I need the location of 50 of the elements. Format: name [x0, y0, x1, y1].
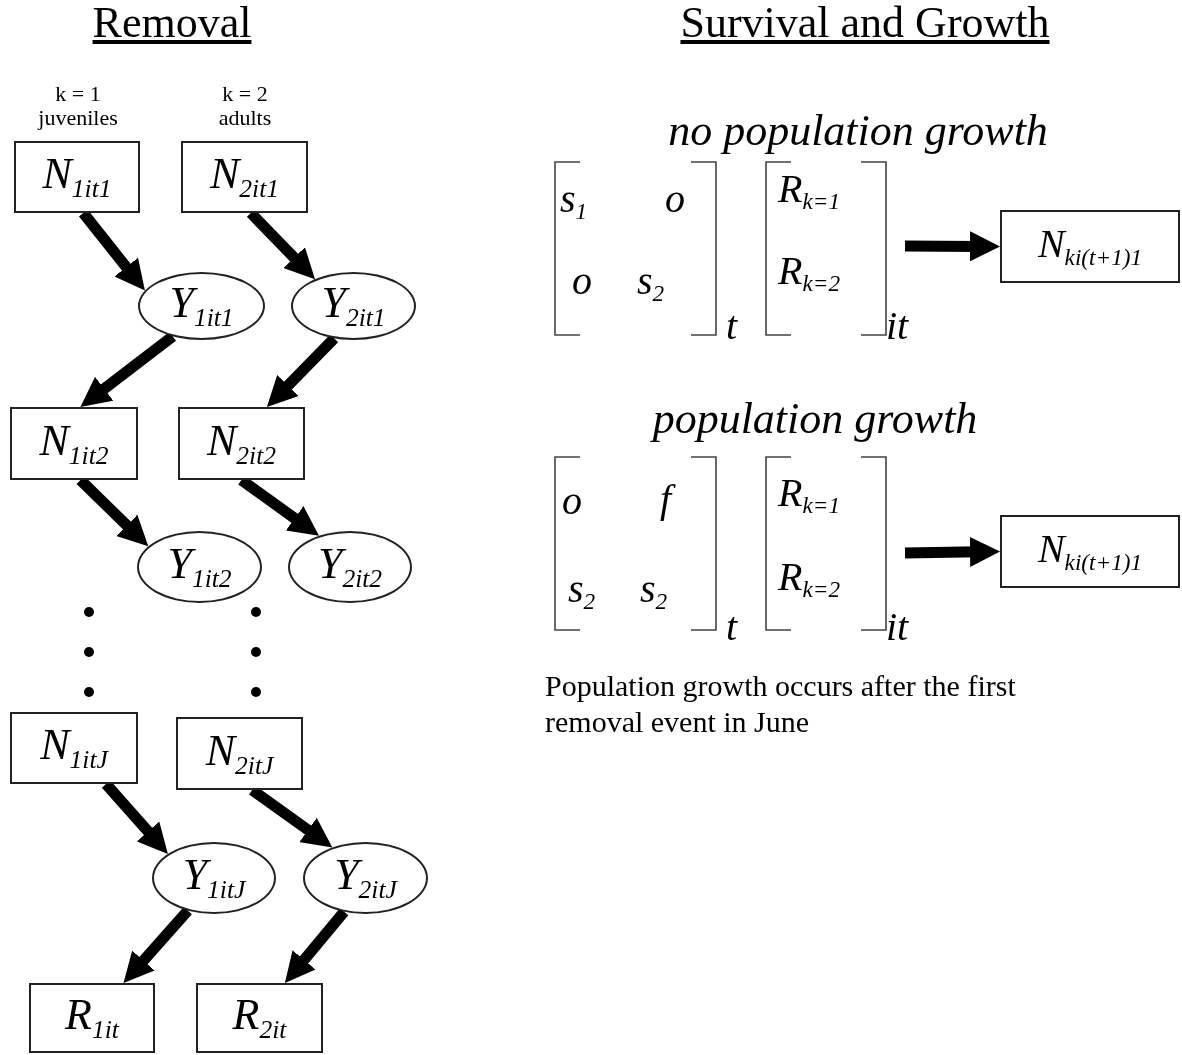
matrix-entry: o — [572, 260, 592, 302]
variable-box — [176, 717, 303, 790]
variable-symbol: R$_{2it}$ — [232, 993, 287, 1043]
variable-box — [196, 983, 323, 1053]
column-label: k = 2 adults — [217, 82, 273, 131]
variable-box — [178, 407, 305, 480]
note-text: Population growth occurs after the first removal event in June — [545, 668, 1017, 740]
variable-symbol: N$_{2itJ}$ — [205, 728, 274, 779]
matrix-entry: R$_{k=2}$ — [778, 250, 840, 296]
variable-symbol: N$_{ki(t+1)1}$ — [1037, 528, 1143, 575]
matrix-entry: s$_{2}$ — [640, 568, 668, 614]
variable-box — [10, 407, 138, 480]
variable-symbol: N$_{2it1}$ — [209, 152, 280, 202]
variable-box — [29, 983, 155, 1053]
matrix-entry: t — [726, 305, 738, 347]
subheading: population growth — [652, 396, 978, 443]
arrow — [904, 231, 1001, 262]
variable-symbol: Y$_{2it1}$ — [321, 281, 386, 331]
variable-symbol: Y$_{2itJ}$ — [334, 853, 397, 903]
matrix-entry: R$_{k=1}$ — [778, 472, 840, 518]
matrix-entry: R$_{k=2}$ — [778, 556, 840, 602]
variable-symbol: N$_{1it2}$ — [39, 418, 109, 469]
variable-symbol: N$_{ki(t+1)1}$ — [1037, 223, 1143, 270]
column-label: k = 1 juveniles — [36, 82, 119, 131]
variable-box — [1000, 210, 1180, 283]
section-heading: Survival and Growth — [680, 0, 1050, 47]
section-heading: Removal — [92, 0, 252, 47]
matrix-entry: t — [726, 606, 738, 648]
variable-symbol: N$_{2it2}$ — [206, 418, 277, 469]
variable-symbol: Y$_{1it2}$ — [167, 542, 232, 592]
variable-symbol: Y$_{1it1}$ — [169, 281, 234, 331]
matrix-entry: o — [562, 480, 582, 522]
variable-symbol: N$_{1it1}$ — [42, 152, 112, 202]
matrix-entry: it — [886, 305, 909, 347]
variable-box — [10, 712, 138, 784]
variable-box — [181, 141, 308, 213]
variable-symbol: N$_{1itJ}$ — [40, 723, 108, 773]
variable-symbol: Y$_{1itJ}$ — [182, 853, 246, 903]
matrix-entry: s$_{2}$ — [568, 568, 596, 614]
matrix-entry: it — [886, 606, 909, 648]
matrix-entry: o — [665, 178, 685, 220]
matrix-entry: s$_{2}$ — [637, 260, 665, 306]
variable-symbol: R$_{1it}$ — [65, 993, 119, 1043]
matrix-entry: R$_{k=1}$ — [778, 168, 840, 214]
matrix-entry: s$_{1}$ — [560, 178, 588, 224]
arrow — [904, 537, 1001, 567]
variable-symbol: Y$_{2it2}$ — [317, 542, 383, 592]
subheading: no population growth — [668, 108, 1048, 155]
variable-box — [1000, 515, 1180, 588]
variable-box — [14, 141, 140, 213]
